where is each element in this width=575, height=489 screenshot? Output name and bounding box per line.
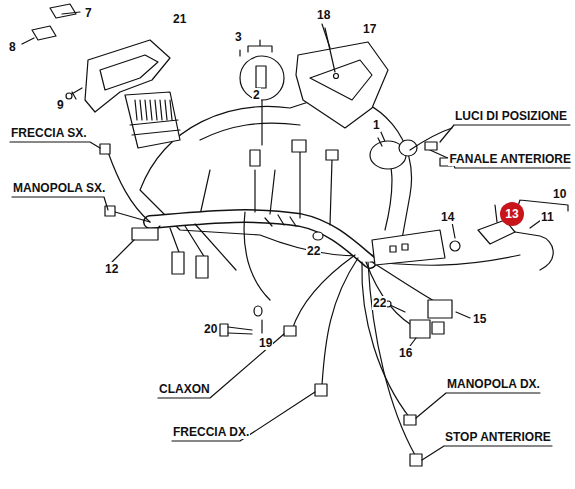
callout-number: 21 [172,12,187,26]
callout-number: 19 [258,336,273,350]
callout-number: 15 [472,312,487,326]
fin [145,100,147,120]
callout-number: 22 [372,296,387,310]
part-label: MANOPOLA SX. [12,181,106,195]
fin [160,100,162,120]
part-label: FANALE ANTERIORE [448,152,572,166]
callout-number: 11 [540,210,555,224]
part-label: STOP ANTERIORE [444,430,552,444]
part-label: FRECCIA DX. [172,425,250,439]
callout-number: 13 [505,207,518,221]
callout-number: 10 [552,187,567,201]
callout-number: 17 [362,22,377,36]
fin [140,100,142,120]
callout-number: 16 [398,346,413,360]
part-label: MANOPOLA DX. [446,377,541,391]
callout-number: 2 [252,88,261,102]
part-label: LUCI DI POSIZIONE [454,109,568,123]
part-label: FRECCIA SX. [10,126,88,140]
fin [165,100,167,120]
part-label: CLAXON [158,382,211,396]
callout-number: 12 [104,262,119,276]
fin [135,100,137,120]
fin [170,100,172,120]
callout-number: 7 [84,6,93,20]
callout-number: 20 [203,322,218,336]
fin [155,100,157,120]
callout-number: 9 [56,98,65,112]
callout-number: 14 [440,210,455,224]
callout-number: 3 [234,30,243,44]
callout-number: 18 [316,8,331,22]
callout-circle: 13 [500,202,524,226]
callout-number: 22 [306,244,321,258]
fin [150,100,152,120]
callout-number: 8 [8,40,17,54]
callout-number: 1 [372,118,381,132]
